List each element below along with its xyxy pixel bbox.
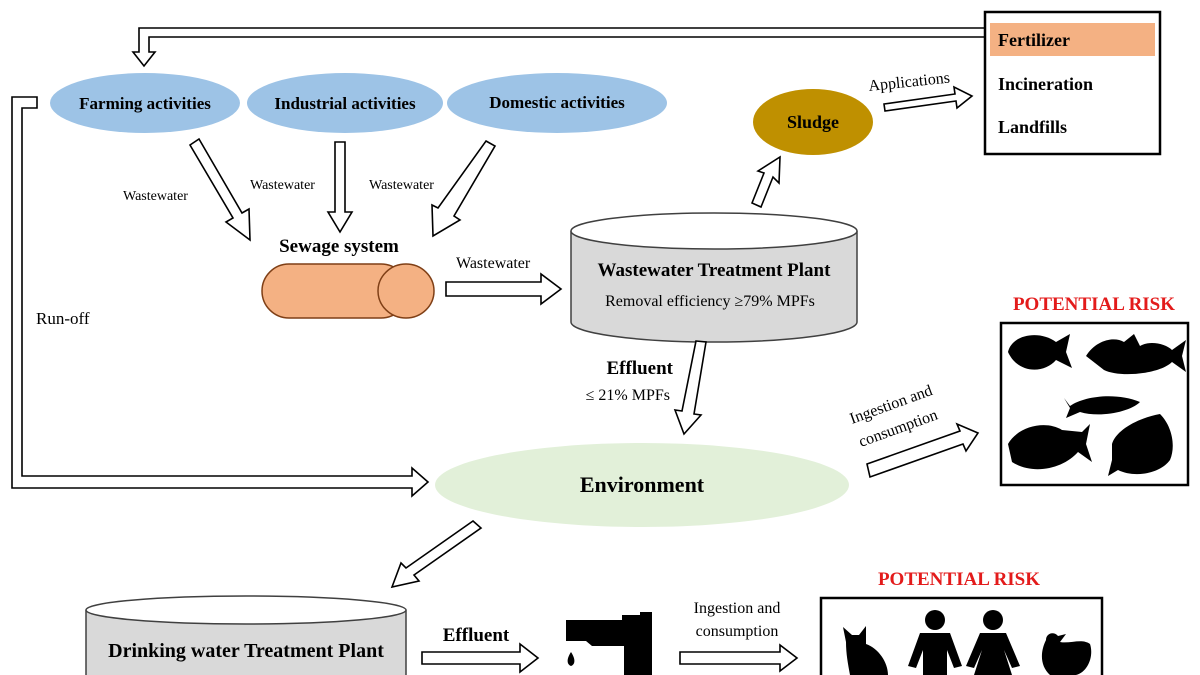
dwtp-body: [85, 610, 407, 675]
applications-label: Applications: [868, 70, 951, 95]
effluent-arrow: [673, 340, 707, 436]
fish-icon: [1008, 334, 1072, 370]
wwtp-title: Wastewater Treatment Plant: [598, 260, 832, 281]
environment-ellipse: [435, 443, 849, 527]
applications-arrow: [883, 85, 974, 112]
fertilizer-highlight: [990, 23, 1155, 56]
wwtp-removal: Removal efficiency ≥79% MPFs: [605, 293, 815, 310]
fish-icon: [1064, 396, 1140, 418]
dwtp-title: Drinking water Treatment Plant: [108, 640, 384, 662]
domestic-ellipse: [447, 73, 667, 133]
farming-wastewater-arrow: [188, 137, 251, 242]
fish-icon: [1008, 424, 1092, 470]
sludge-use-fertilizer: Fertilizer: [998, 30, 1070, 50]
dwtp-top: [85, 595, 407, 625]
cat-icon: [843, 626, 888, 675]
industrial-wastewater-label: Wastewater: [250, 178, 315, 193]
industrial-wastewater-arrow: [326, 141, 354, 234]
boy-icon: [908, 610, 962, 675]
sludge-return-arrow: [131, 27, 986, 68]
ingestion-fish-arrow: [866, 422, 980, 479]
environment-to-dwtp-arrow: [390, 519, 483, 589]
domestic-label: Domestic activities: [489, 93, 625, 112]
risk-humans-title: POTENTIAL RISK: [878, 569, 1040, 590]
sludge-use-incineration: Incineration: [998, 74, 1093, 94]
sludge-use-landfills: Landfills: [998, 117, 1067, 137]
girl-icon: [966, 610, 1020, 675]
dwtp-cylinder: Drinking water Treatment Plant: [85, 595, 407, 675]
faucet-icon: [566, 612, 652, 675]
chicken-icon: [1041, 633, 1092, 675]
ingestion-humans-arrow: [679, 643, 799, 673]
industrial-ellipse: [247, 73, 443, 133]
farming-label: Farming activities: [79, 94, 211, 113]
source-domestic: Domestic activities: [447, 73, 667, 133]
domestic-wastewater-label: Wastewater: [369, 178, 434, 193]
source-farming: Farming activities: [50, 73, 240, 133]
ingestion-humans-line1: Ingestion and: [694, 600, 781, 617]
dwtp-to-tap-arrow: [421, 642, 540, 674]
wwtp-cylinder: Wastewater Treatment Plant Removal effic…: [570, 212, 858, 343]
effluent-value: ≤ 21% MPFs: [586, 387, 670, 404]
industrial-label: Industrial activities: [274, 94, 416, 113]
ingestion-humans-line2: consumption: [696, 623, 779, 640]
wwtp-top: [570, 212, 858, 250]
fish-icon: [1086, 334, 1186, 375]
runoff-arrow: [11, 96, 430, 498]
effluent-label: Effluent: [607, 358, 674, 379]
source-industrial: Industrial activities: [247, 73, 443, 133]
risk-fish-title: POTENTIAL RISK: [1013, 294, 1175, 315]
runoff-label: Run-off: [36, 309, 90, 328]
sewage-to-plant-label: Wastewater: [456, 255, 531, 272]
sewage-to-plant-arrow: [445, 272, 563, 306]
plant-to-sludge-arrow: [750, 155, 781, 209]
sewage-pipe: [261, 263, 435, 319]
sewage-title: Sewage system: [279, 236, 399, 257]
sludge-label: Sludge: [787, 112, 839, 132]
farming-wastewater-label: Wastewater: [123, 189, 188, 204]
sludge-uses-box: Fertilizer Incineration Landfills: [983, 10, 1162, 156]
farming-ellipse: [50, 73, 240, 133]
wwtp-body: [570, 231, 858, 343]
fish-icon: [1108, 414, 1173, 476]
domestic-wastewater-arrow: [431, 139, 497, 238]
environment-label: Environment: [580, 472, 705, 497]
sludge-ellipse: [753, 89, 873, 155]
effluent-bottom-label: Effluent: [443, 625, 510, 646]
sewage-pipe-end: [377, 263, 435, 319]
